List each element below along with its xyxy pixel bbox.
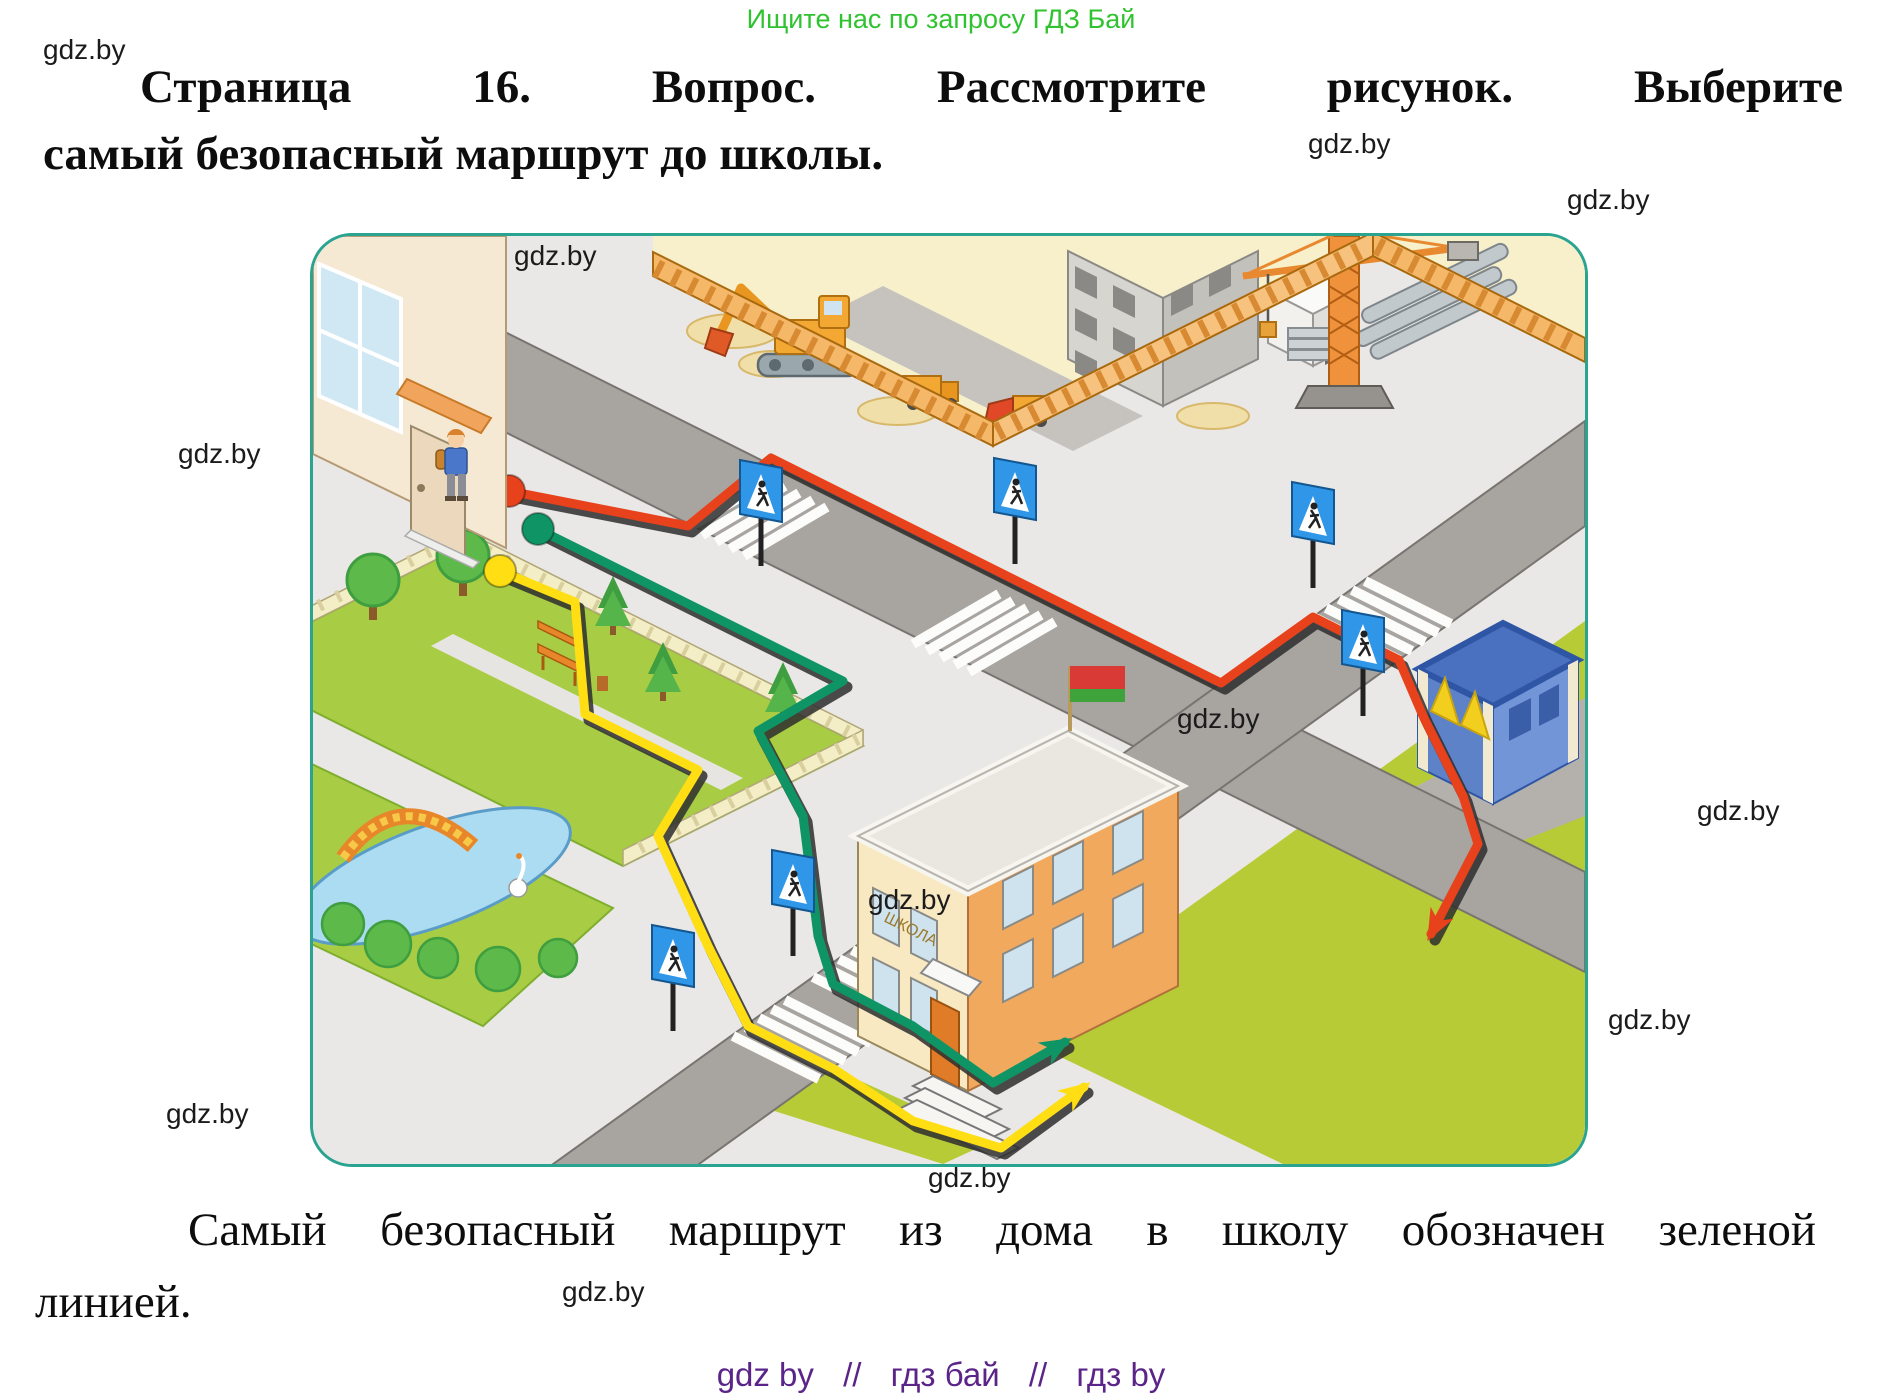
route-map-illustration: ШКОЛА — [310, 233, 1588, 1167]
watermark: gdz.by — [928, 1162, 1011, 1193]
watermark: gdz.by — [1177, 703, 1260, 734]
route-yellow-start-dot — [483, 554, 517, 588]
route-green-start-dot — [521, 512, 555, 546]
bench-icon — [537, 619, 608, 691]
footer-link[interactable]: gdz by — [716, 1356, 814, 1393]
watermark: gdz.by — [178, 438, 261, 469]
watermark: gdz.by — [562, 1276, 645, 1307]
concrete-blocks — [1287, 327, 1333, 361]
answer-line-1: Самый безопасный маршрут из дома в школу… — [188, 1204, 1816, 1256]
route-green-line — [533, 524, 1072, 1088]
watermark: gdz.by — [1308, 128, 1391, 159]
electric-hazard-icon — [1429, 675, 1461, 727]
school-flag-icon — [1068, 666, 1125, 731]
trash-bin-icon — [597, 676, 608, 691]
answer-line-2: линией. — [35, 1276, 192, 1328]
bushes — [320, 901, 579, 993]
watermark: gdz.by — [1697, 795, 1780, 826]
entrance-canopy — [919, 957, 983, 998]
footer-link[interactable]: гдз by — [1076, 1356, 1166, 1393]
watermark: gdz.by — [43, 34, 126, 65]
school-windows — [872, 809, 1144, 1038]
footer-separator: // — [843, 1356, 862, 1393]
swan-icon — [508, 853, 528, 898]
question-line-1: Страница 16. Вопрос. Рассмотрите рисунок… — [140, 61, 1843, 113]
watermark: gdz.by — [166, 1098, 249, 1129]
question-line-2: самый безопасный маршрут до школы. — [43, 128, 884, 180]
footbridge — [336, 808, 479, 863]
door-canopy — [395, 377, 493, 435]
watermark: gdz.by — [868, 884, 951, 915]
crosswalk — [910, 589, 1058, 677]
question-heading: Страница 16. Вопрос. Рассмотрите рисунок… — [43, 54, 1843, 188]
answer-text: Самый безопасный маршрут из дома в школу… — [35, 1194, 1816, 1338]
transformer-box — [1411, 619, 1585, 806]
promo-banner: Ищите нас по запросу ГДЗ Бай — [746, 4, 1136, 34]
child-figure — [435, 429, 468, 501]
site-fence — [651, 236, 1585, 448]
pond — [313, 806, 572, 946]
watermark: gdz.by — [1608, 1004, 1691, 1035]
watermark: gdz.by — [1567, 184, 1650, 215]
watermark: gdz.by — [514, 240, 597, 271]
footer-links: gdz by // гдз бай // гдз by — [0, 1356, 1882, 1394]
footer-link[interactable]: гдз бай — [890, 1356, 1000, 1393]
route-yellow-line — [495, 566, 1091, 1153]
electric-hazard-icon — [1459, 689, 1491, 741]
construction-site — [651, 236, 1585, 451]
footer-separator: // — [1028, 1356, 1048, 1393]
